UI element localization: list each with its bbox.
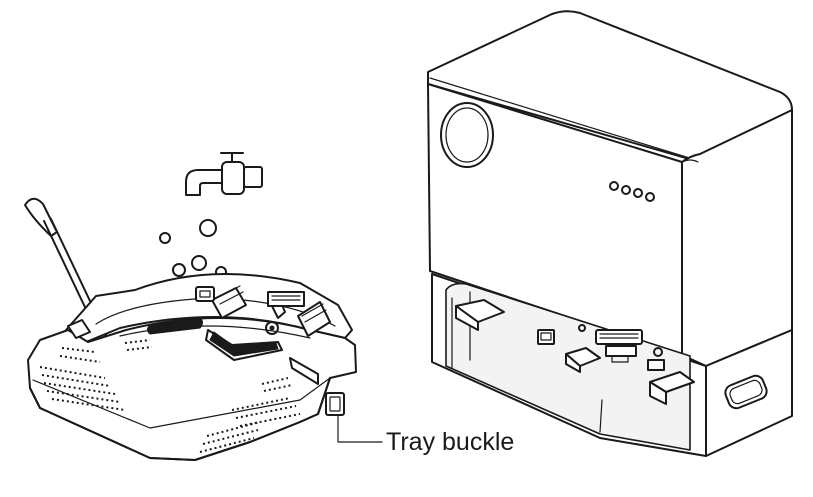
bubbles-icon [159,219,227,278]
tray-buckle[interactable] [325,392,345,416]
base-station [427,10,793,457]
tray-buckle-leader [337,414,383,443]
tray-buckle-label: Tray buckle [386,428,514,456]
water-faucet-icon [185,152,263,196]
cleaning-tray [27,273,357,461]
